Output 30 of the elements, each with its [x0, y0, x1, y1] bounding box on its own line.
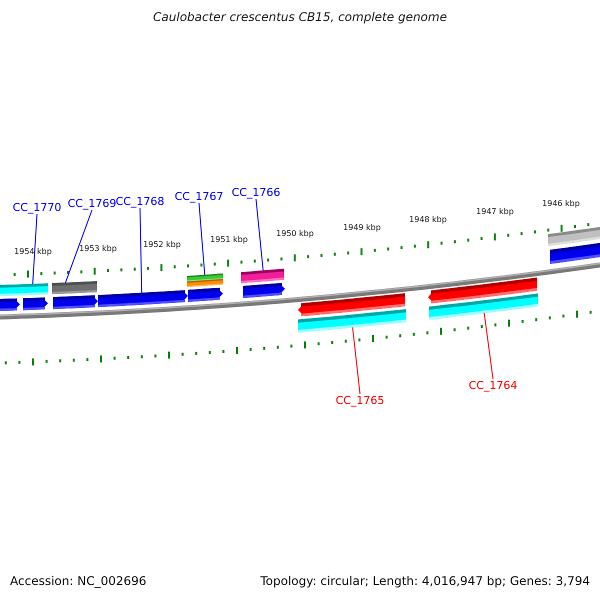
leader-line	[198, 202, 206, 276]
gene-label: CC_1765	[336, 394, 384, 408]
scale-label: 1952 kbp	[143, 240, 181, 250]
gene-label: CC_1770	[12, 201, 62, 214]
gene-feature	[98, 290, 188, 308]
gene-label: CC_1769	[68, 197, 116, 210]
leader-line	[256, 198, 264, 271]
accession-text: Accession: NC_002696	[10, 574, 146, 588]
leader-line	[32, 214, 38, 285]
leader-line	[352, 326, 360, 394]
scale-label: 1951 kbp	[210, 235, 248, 245]
gene-bar	[52, 281, 97, 294]
gene-bar	[298, 309, 406, 332]
scale-label: 1954 kbp	[14, 247, 52, 257]
scale-label: 1946 kbp	[542, 199, 580, 209]
gene-label: CC_1764	[468, 379, 518, 392]
leader-line	[140, 208, 142, 294]
gene-label: CC_1768	[116, 195, 164, 208]
scale-label: 1947 kbp	[476, 207, 514, 217]
scale-label: 1948 kbp	[409, 215, 447, 225]
gene-bar	[429, 294, 538, 320]
gene-label: CC_1766	[232, 186, 280, 200]
gene-label: CC_1767	[174, 190, 224, 204]
scale-label: 1949 kbp	[343, 223, 381, 233]
scale-label: 1953 kbp	[79, 244, 117, 254]
diagram-title: Caulobacter crescentus CB15, complete genome	[153, 10, 447, 24]
genome-summary: Topology: circular; Length: 4,016,947 bp; Genes: 3,794	[260, 574, 590, 588]
gene-bar	[0, 283, 48, 296]
gene-bar	[241, 268, 284, 284]
scale-label: 1950 kbp	[276, 229, 314, 239]
